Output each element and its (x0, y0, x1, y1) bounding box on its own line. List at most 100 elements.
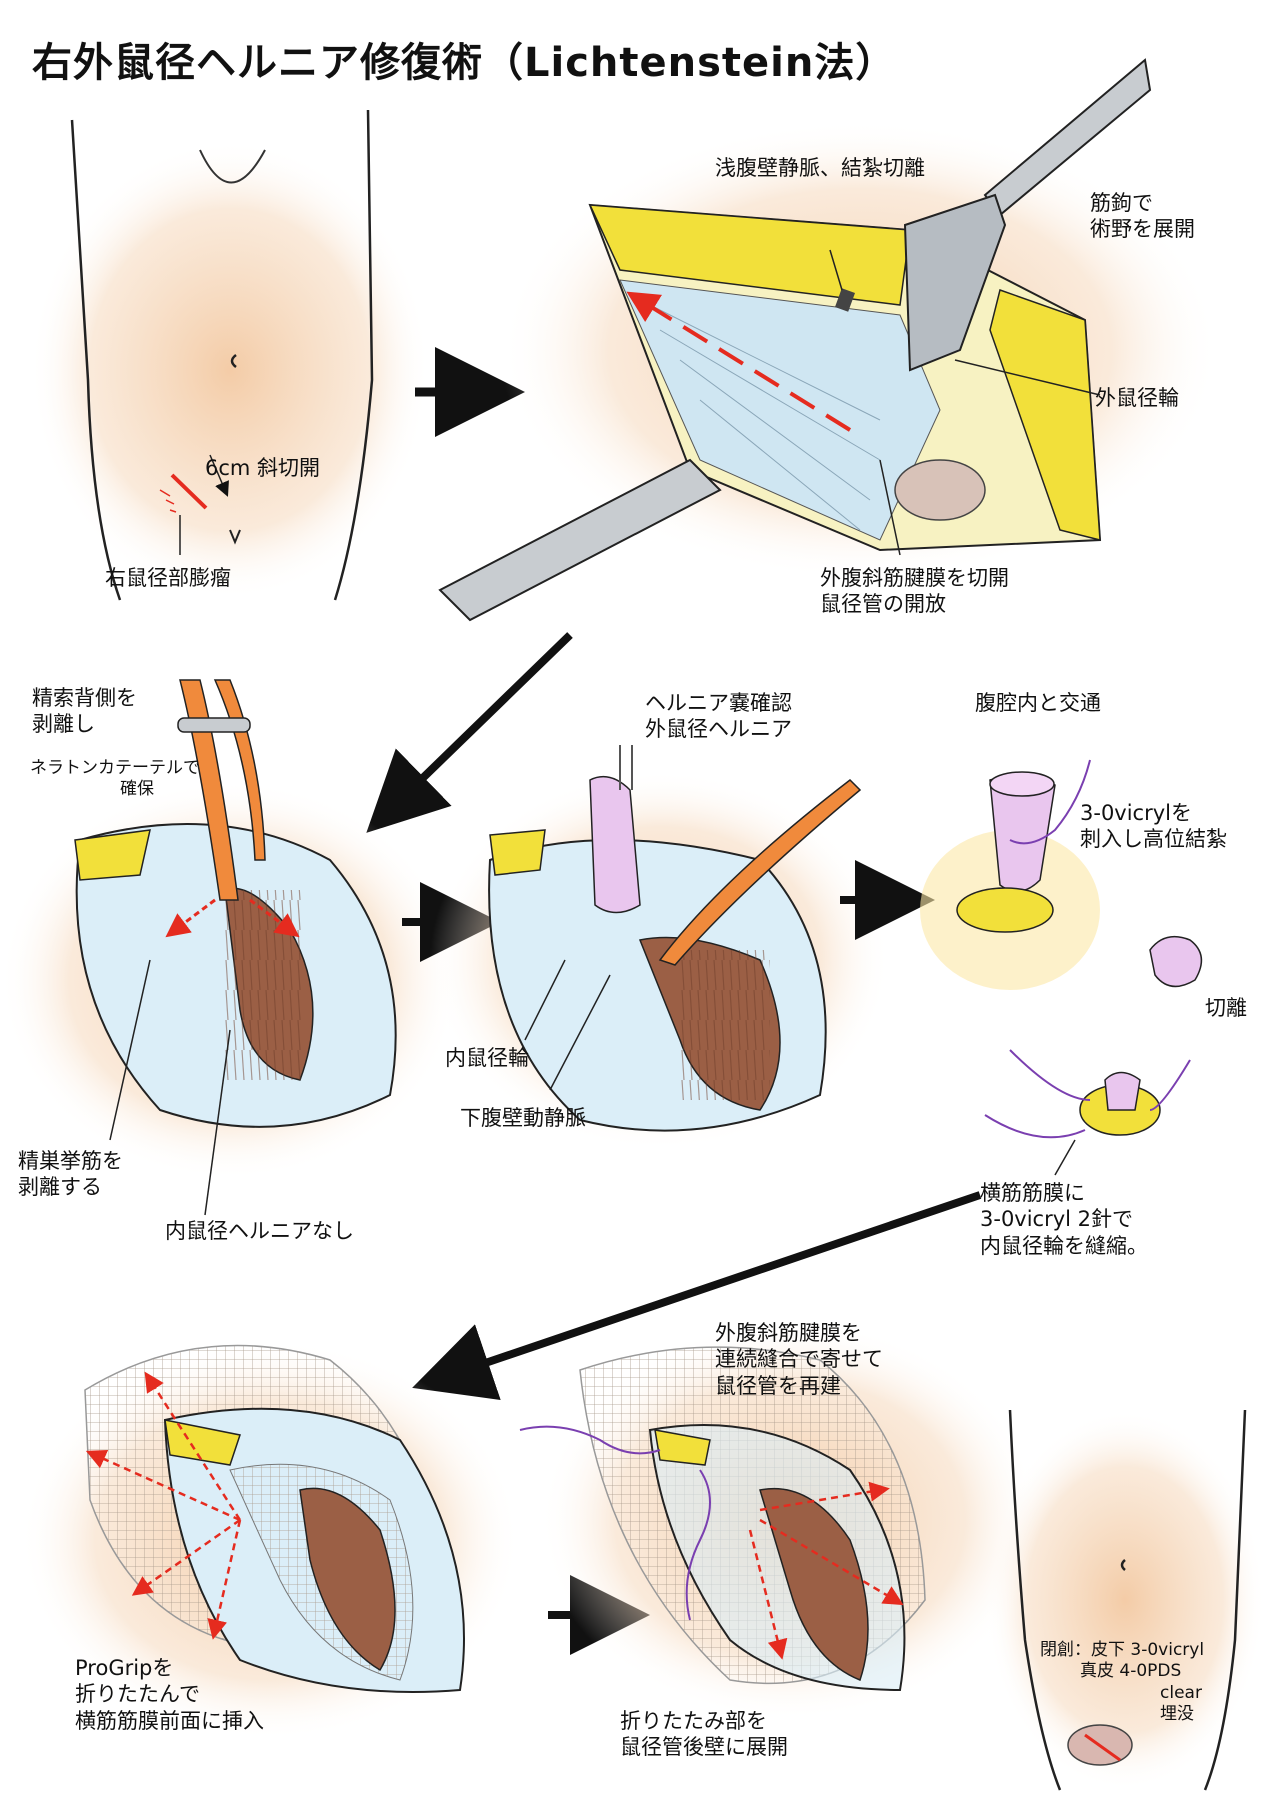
no-direct-label: 内鼠径ヘルニアなし (165, 1219, 354, 1243)
mesh-panel-6 (20, 1340, 520, 1740)
nelaton-label: ネラトンカテーテルで 確保 (30, 758, 200, 801)
closed-incision (1084, 1733, 1121, 1762)
cremaster-line2: 剥離する (18, 1175, 102, 1200)
tf-suture-line2: 3-0vicryl 2針で (980, 1207, 1134, 1232)
abdomen-panel-1 (30, 109, 430, 601)
exposure-panel-2 (438, 58, 1220, 622)
hernia-sac (589, 775, 641, 914)
sac-forceps (619, 745, 633, 790)
closure-line1: 閉創：皮下 3-0vicryl (1040, 1640, 1205, 1660)
int-ring-label: 内鼠径輪 (445, 1046, 529, 1070)
unfold-arrow-1 (759, 1481, 890, 1512)
unfold-arrow-3 (748, 1529, 788, 1660)
closure-line2: 真皮 4-0PDS (1080, 1661, 1182, 1682)
progrip-label: ProGripを 折りたたんで 横筋筋膜前面に挿入 (75, 1655, 264, 1734)
retractor-label-line2: 術野を展開 (1090, 217, 1195, 242)
ligated-stump (1104, 1071, 1141, 1111)
ring-fat (956, 887, 1054, 933)
sac-confirm-line2: 外鼠径ヘルニア (645, 717, 792, 742)
reconstruct-label: 外腹斜筋腱膜を 連続縫合で寄せて 鼠径管を再建 (715, 1320, 883, 1399)
closure-line3: clear (1160, 1682, 1202, 1703)
skin-shading (985, 1410, 1265, 1790)
bulge-label: 右鼠径部膨瘤 (105, 566, 231, 590)
cord-dissect-line1: 精索背側を (32, 686, 137, 710)
epigastric-label: 下腹壁動静脈 (460, 1106, 586, 1130)
sac-panel-4 (430, 745, 890, 1150)
no-direct-leader (204, 1029, 231, 1216)
unfold-line1: 折りたたみ部を (620, 1709, 767, 1733)
external-ring (894, 459, 986, 521)
unfold-label: 折りたたみ部を 鼠径管後壁に展開 (620, 1708, 788, 1761)
sac-confirm-label: ヘルニア嚢確認 外鼠径ヘルニア (645, 690, 792, 743)
subcutaneous-fat-right (989, 289, 1101, 541)
tf-suture-line3: 内鼠径輪を縫縮。 (980, 1233, 1148, 1258)
torso-outline-right (1203, 1409, 1247, 1791)
spread-arrow-4 (207, 1519, 242, 1640)
chest-line (199, 149, 266, 184)
page-title: 右外鼠径ヘルニア修復術（Lichtenstein法） (32, 40, 897, 86)
skin-shading (30, 140, 430, 600)
int-ring-leader (524, 959, 566, 1041)
retractor-blade-top (903, 193, 1007, 372)
navel (1120, 1559, 1126, 1571)
tf-sutures (984, 1049, 1191, 1139)
excised-sac (1149, 935, 1203, 988)
reconstruct-line1: 外腹斜筋腱膜を (715, 1321, 862, 1345)
torso-outline-left (70, 119, 122, 601)
muscle-fibers (680, 950, 770, 1100)
vein-label: 浅腹壁静脈、結紮切離 (715, 156, 925, 180)
dissection-arrow-1 (165, 898, 216, 938)
ligation-line1: 3-0vicrylを (1080, 801, 1193, 825)
progrip-line1: ProGripを (75, 1656, 174, 1680)
step-arrow-5 (412, 1191, 982, 1401)
running-suture (685, 1469, 711, 1621)
ligation-line2: 刺入し高位結紮 (1080, 827, 1227, 852)
cord-panel-3 (0, 679, 460, 1216)
nelaton-catheter (177, 717, 251, 733)
progrip-line3: 横筋筋膜前面に挿入 (75, 1708, 264, 1733)
reconstruct-panel-7 (519, 1320, 1040, 1720)
ring-leader (954, 359, 1101, 396)
spread-arrow-2 (85, 1449, 241, 1522)
retractor-label-line1: 筋鉤で (1090, 191, 1153, 215)
ligation-panel-5 (920, 759, 1203, 1176)
aponeurosis-label: 外腹斜筋腱膜を切開 鼠径管の開放 (820, 565, 1009, 618)
nelaton-line2: 確保 (120, 779, 154, 800)
unfold-arrow-2 (759, 1518, 904, 1606)
ligated-vein (835, 288, 855, 312)
retractor-label: 筋鉤で 術野を展開 (1090, 190, 1195, 243)
suture-tail (519, 1425, 661, 1455)
fat-edge (74, 829, 151, 881)
suture-thread (1009, 759, 1091, 845)
spread-arrow-3 (131, 1518, 241, 1596)
cremaster-label: 精巣挙筋を 剥離する (18, 1148, 123, 1201)
nelaton-line1: ネラトンカテーテルで (30, 758, 200, 778)
fat-edge (164, 1419, 241, 1466)
ext-ring-label: 外鼠径輪 (1095, 386, 1179, 410)
sac-confirm-line1: ヘルニア嚢確認 (645, 691, 792, 715)
reconstruct-line2: 連続縫合で寄せて (715, 1347, 883, 1372)
bulge-mark (159, 489, 177, 513)
tf-leader (1054, 1139, 1076, 1176)
sac-opening (989, 771, 1055, 797)
vein-leader (829, 249, 843, 291)
torso-outline-right (333, 109, 374, 601)
tf-suture-line1: 横筋筋膜に (980, 1181, 1085, 1205)
closure-line4: 埋没 (1160, 1703, 1194, 1724)
subcutaneous-fat-top (588, 204, 911, 306)
groin-crease (229, 529, 241, 545)
tf-suture-label: 横筋筋膜に 3-0vicryl 2針で 内鼠径輪を縫縮。 (980, 1180, 1148, 1259)
closure-label: 閉創：皮下 3-0vicryl 真皮 4-0PDS clear 埋没 (1040, 1640, 1204, 1725)
cord-muscle (299, 1487, 396, 1672)
aponeurosis-leader (879, 459, 901, 556)
aponeurosis-label-line1: 外腹斜筋腱膜を切開 (820, 566, 1009, 590)
closure-panel-8 (985, 1409, 1265, 1791)
cord-dissect-label: 精索背側を 剥離し (32, 685, 137, 738)
cord-dissect-line2: 剥離し (32, 712, 95, 737)
cremaster-leader (109, 959, 151, 1141)
unfold-line2: 鼠径管後壁に展開 (620, 1735, 788, 1760)
spermatic-cord (658, 779, 862, 966)
retractor-handle-bottom (438, 458, 722, 622)
cremaster-line1: 精巣挙筋を (18, 1149, 123, 1173)
